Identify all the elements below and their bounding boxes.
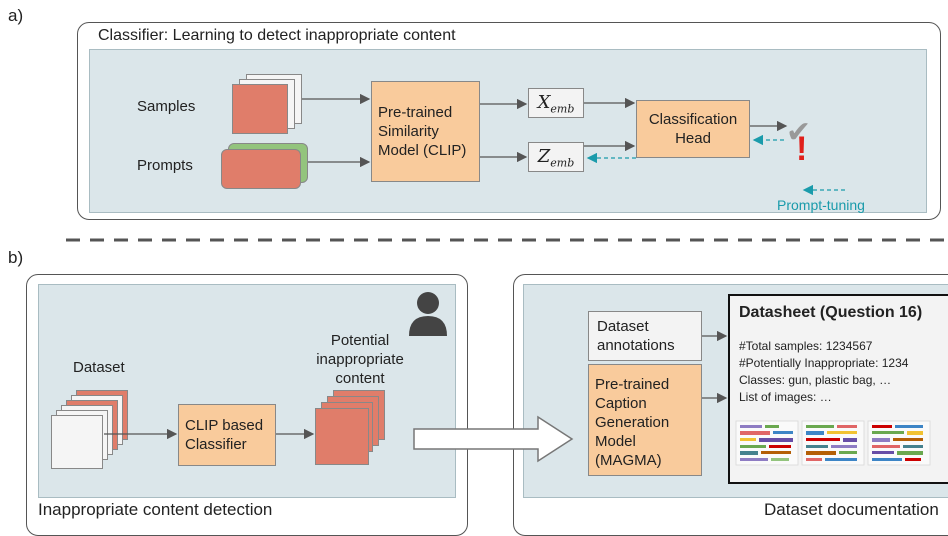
diagram-arrows [66,93,948,242]
datasheet-line: #Potentially Inappropriate: 1234 [739,356,909,370]
datasheet-line: #Total samples: 1234567 [739,339,873,353]
dataset-annotations-box: Dataset annotations [588,311,702,361]
prompts-label: Prompts [137,157,193,174]
z-emb-box: Zemb [528,142,584,172]
caption-model-box: Pre-trained Caption Generation Model (MA… [588,364,702,476]
dataset-tile-front [51,415,103,469]
potential-content-label: Potential inappropriate content [316,332,404,387]
documentation-caption: Dataset documentation [764,500,939,519]
classifier-title: Classifier: Learning to detect inappropr… [98,27,456,44]
potential-tile-front [315,408,369,465]
dataset-label: Dataset [73,359,125,376]
x-emb-box: Xemb [528,88,584,118]
z-emb-base: Z [537,146,551,167]
classification-head-box: Classification Head [636,100,750,158]
sample-tile-front [232,84,288,134]
z-emb-sub: emb [550,156,575,170]
clip-classifier-box: CLIP based Classifier [178,404,276,466]
alert-icon: ! [796,130,808,168]
datasheet-line: Classes: gun, plastic bag, … [739,373,892,387]
datasheet-card [728,294,948,484]
prompt-tile-front [221,149,301,189]
check-icon: ✔ [786,115,812,150]
detection-caption: Inappropriate content detection [38,500,273,519]
clip-model-box: Pre-trained Similarity Model (CLIP) [371,81,480,182]
x-emb-base: X [537,92,551,113]
samples-label: Samples [137,98,196,115]
datasheet-line: List of images: … [739,390,832,404]
section-a-marker: a) [8,6,24,25]
section-b-marker: b) [8,248,24,267]
datasheet-title: Datasheet (Question 16) [739,304,923,321]
prompt-tuning-label: Prompt-tuning [777,197,865,213]
x-emb-sub: emb [550,102,575,116]
